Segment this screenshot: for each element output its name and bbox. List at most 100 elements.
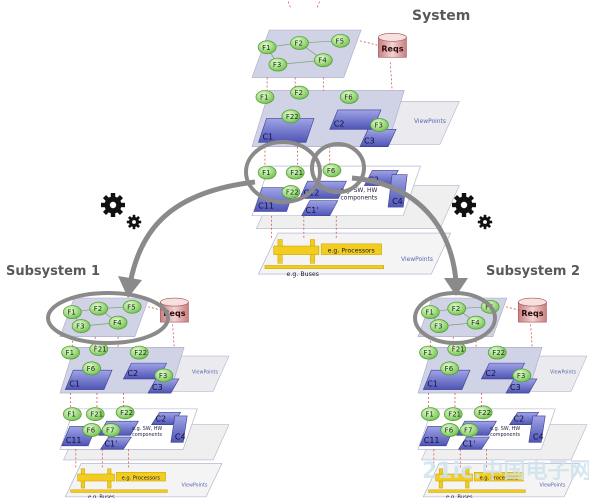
arrow-to-subsystem1 [127, 179, 256, 285]
gear-icon-right-small-hole [483, 220, 487, 224]
subsystem2-reqs-top [518, 297, 547, 307]
system-func-f2-label: F2 [295, 39, 303, 47]
subsystem2-comp-c2b [508, 412, 540, 426]
subsystem2-l2-func-1 [419, 345, 438, 360]
subsystem1-l2-func-3-label: F22 [134, 349, 147, 357]
system-l3-func-2-label: F21 [290, 169, 303, 177]
subsystem2-func-f1-label: F1 [425, 309, 433, 317]
system-l2-func-3 [339, 90, 359, 104]
gear-icon-left-large [101, 193, 125, 217]
subsystem1-reqs-top [160, 297, 189, 307]
system-processors-label: e.g. Processors [328, 247, 375, 254]
subsystem1-l3-func-3 [115, 405, 135, 420]
system-components-label: components [341, 195, 378, 202]
subsystem2-func-f3 [429, 319, 449, 334]
system-viewpoints-4: ViewPoints [401, 256, 433, 263]
system-bus-node-1 [273, 245, 320, 255]
subsystem1-comp-c4 [170, 415, 188, 443]
gear-icon-left-small-tooth [132, 214, 136, 219]
system-func-f2 [290, 36, 309, 50]
subsystem1-l3-func-2 [85, 407, 105, 422]
system-bus-node-2 [320, 243, 382, 255]
system-l3-func-4-label: F22 [286, 189, 299, 197]
system-l2-func-3-label: F6 [344, 93, 353, 101]
system-bus-line [264, 265, 385, 269]
subsystem1-l2-func-1 [61, 345, 80, 360]
subsystem1-comp-c11-label: C11 [66, 436, 82, 445]
subsystem1-comp-c2b-label: C2 [156, 415, 167, 424]
subsystem2-buses-label: e.g. Buses [446, 495, 473, 498]
subsystem2-l2-func-3-label: F22 [492, 349, 505, 357]
subsystem2-l2-func-3 [487, 345, 507, 360]
subsystem1-viewpoints-2: ViewPoints [192, 370, 218, 376]
gear-icon-right-small-tooth [483, 225, 487, 230]
gear-icon-left-large-hole [109, 201, 117, 209]
subsystem2-l3-func-4 [440, 423, 460, 437]
subsystem2-l3-func-5-label: F7 [464, 427, 472, 435]
subsystem1-comp-c2b [150, 412, 182, 426]
subsystem1-l3-func-4-label: F6 [87, 427, 96, 435]
subsystem-2-title: Subsystem 2 [486, 264, 580, 279]
subsystem2-l2-func-4-label: F6 [445, 365, 454, 373]
subsystem1-comp-c4-label: C4 [175, 432, 186, 441]
subsystem1-comp-c3-label: C3 [152, 383, 163, 392]
gear-icon-right-large-hole [460, 201, 468, 209]
gear-icon-right-large-tooth [461, 193, 467, 199]
subsystem1-processors-label: e.g. Processors [122, 475, 161, 481]
subsystem1-comp-c2-label: C2 [127, 369, 138, 378]
gear-icon-left-large-tooth [110, 211, 116, 217]
subsystem1-l2-func-5-label: F3 [159, 372, 167, 380]
subsystem1-l2-func-1-label: F1 [66, 349, 74, 357]
system-reqs-top [378, 32, 407, 42]
subsystem1-func-f2 [89, 301, 109, 316]
subsystem1-sw-hw-label: e.g. SW, HW [132, 426, 162, 432]
system-req-link-1 [359, 40, 378, 46]
system-comp-c3 [359, 129, 397, 147]
subsystem1-func-f5 [122, 299, 142, 314]
subsystem2-l3-func-2-label: F21 [448, 411, 461, 419]
subsystem1-func-f4-label: F4 [113, 319, 122, 327]
subsystem1-buses-label: e.g. Buses [88, 495, 115, 498]
subsystem1-reqs-label: Reqs [163, 309, 185, 318]
system-req-link-2 [389, 62, 393, 95]
system-comp-c4-label: C4 [392, 197, 403, 206]
system-l2-func-2 [290, 85, 309, 100]
subsystem1-bus-line [70, 489, 168, 493]
system-focus-ring-left [244, 140, 322, 204]
subsystem2-func-f4 [466, 315, 486, 330]
system-actor-link-2 [316, 0, 321, 9]
subsystem2-l3-func-1 [420, 407, 440, 422]
gear-icon-left-small-hole [132, 220, 136, 224]
subsystem2-processors-label: e.g. Processors [480, 475, 519, 481]
gear-icon-left-small [126, 214, 142, 230]
system-func-f3-label: F3 [273, 61, 281, 69]
subsystem2-func-f2 [447, 301, 467, 316]
system-func-f1-label: F1 [262, 44, 270, 52]
subsystem1-l3-func-2-label: F21 [90, 411, 103, 419]
subsystem1-comp-c1-label: C1 [69, 380, 80, 389]
subsystem1-func-f3 [71, 319, 91, 334]
subsystem1-l3-func-1 [62, 407, 82, 422]
system-sw-hw-label: e.g. SW, HW [341, 187, 378, 194]
subsystem2-l3-func-4-label: F6 [445, 427, 454, 435]
subsystem2-viewpoints-2: ViewPoints [550, 370, 576, 376]
subsystem2-func-f2-label: F2 [452, 305, 460, 313]
subsystem1-func-f2-label: F2 [94, 305, 102, 313]
system-comp-c2-label: C2 [334, 119, 345, 128]
arrow-to-subsystem1-head [118, 276, 142, 298]
system-l3-func-3-label: F6 [327, 167, 336, 175]
system-func-f1 [257, 40, 277, 55]
subsystem2-l2-func-4 [440, 361, 460, 376]
subsystem1-func-f4 [108, 315, 128, 330]
system-l3-func-3 [322, 163, 342, 178]
subsystem1-func-f1-label: F1 [67, 309, 75, 317]
subsystem2-l2-func-2-label: F21 [452, 346, 465, 354]
gear-icon-left-small-tooth [132, 225, 136, 230]
subsystem2-func-f4-label: F4 [471, 319, 480, 327]
subsystem1-focus-ring [46, 291, 170, 345]
system-viewpoints-2: ViewPoints [414, 118, 446, 125]
subsystem2-sw-hw-label: e.g. SW, HW [490, 426, 520, 432]
subsystem1-l3-func-4 [82, 423, 102, 437]
subsystem1-bus-node-1 [77, 473, 115, 482]
subsystem1-l3-func-5-label: F7 [106, 427, 114, 435]
